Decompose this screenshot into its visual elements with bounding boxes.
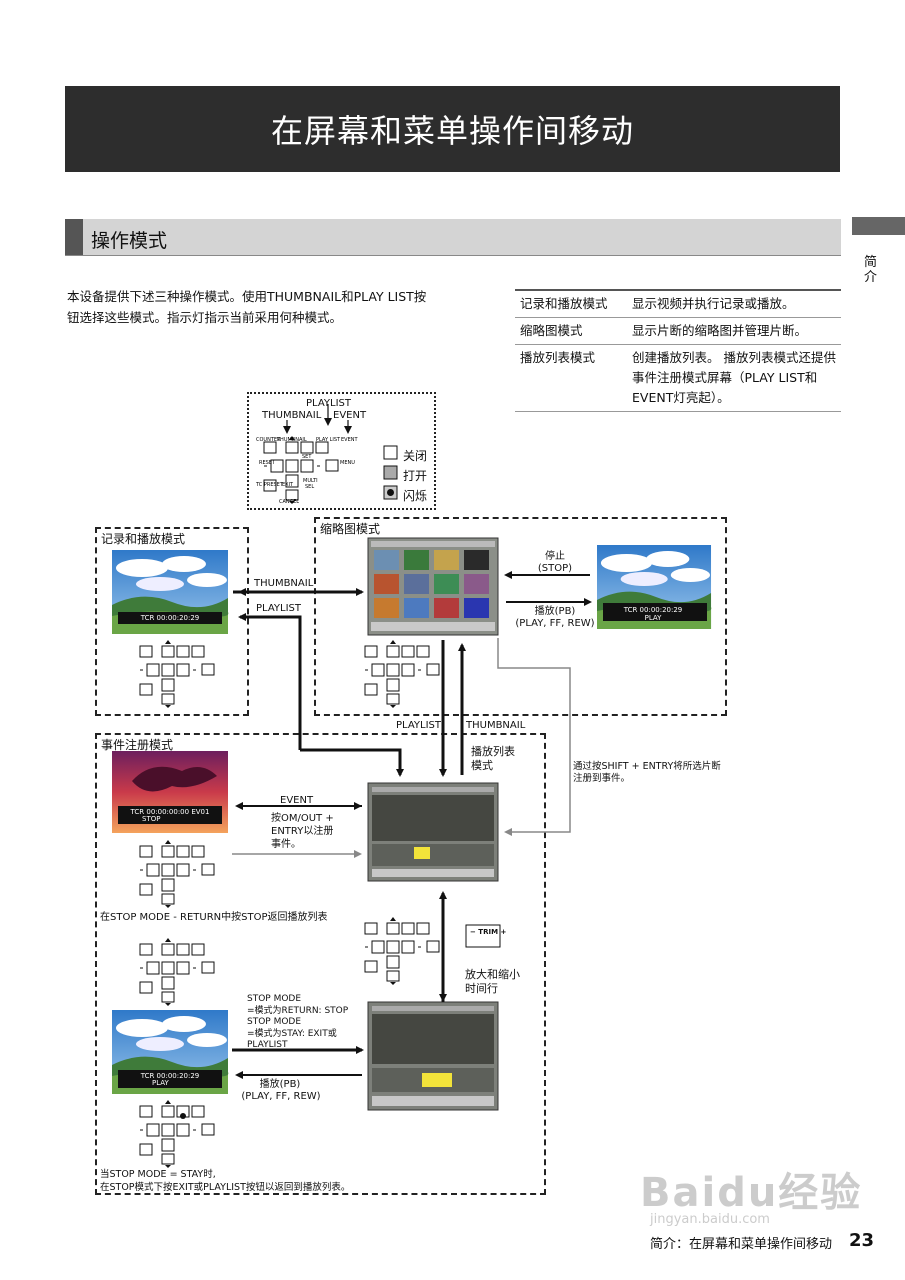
label-pb-paren-2: (PLAY, FF, REW) [241, 1091, 321, 1102]
label-shift-note-1: 通过按SHIFT + ENTRY将所选片断 [573, 761, 721, 772]
thumb-mode-pad [364, 639, 440, 709]
thumbnail-grid-screen [367, 537, 499, 636]
thumb-mode-title: 缩略图模式 [320, 522, 381, 536]
legend-control-pad [263, 435, 339, 505]
mode-name: 播放列表模式 [520, 350, 596, 365]
label-stop-mode-note: STOP MODE =模式为RETURN: STOP STOP MODE =模式… [247, 994, 349, 1050]
legend-btn-event: EVENT [341, 437, 358, 443]
event-mode-pad [139, 839, 215, 909]
event-mode-pad-2 [139, 937, 215, 1007]
watermark-logo: Baidu经验 [640, 1170, 863, 1216]
event-mode-screen [112, 751, 228, 833]
mode-row: 播放列表模式 创建播放列表。 播放列表模式还提供事件注册模式屏幕（PLAY LI… [515, 345, 841, 412]
label-playlist-arrow: PLAYLIST [256, 603, 301, 614]
legend-btn-exit: EXIT [282, 482, 294, 488]
watermark-url: jingyan.baidu.com [650, 1212, 770, 1227]
mode-desc: 显示片断的缩略图并管理片断。 [632, 323, 808, 338]
rec-mode-title: 记录和播放模式 [101, 532, 186, 546]
label-return-note: 在STOP MODE - RETURN中按STOP返回播放列表 [100, 912, 328, 923]
page-title: 在屏幕和菜单操作间移动 [65, 86, 840, 172]
rec-mode-screen [112, 550, 229, 634]
label-trim: − TRIM + [470, 928, 507, 936]
event-play-blink-dot [180, 1113, 186, 1119]
legend-btn-cancel: CANCEL [279, 499, 299, 505]
mode-table: 记录和播放模式 显示视频并执行记录或播放。 缩略图模式 显示片断的缩略图并管理片… [515, 289, 841, 412]
label-playlist-arrow-2: PLAYLIST [396, 720, 441, 731]
label-pb-paren: (PLAY, FF, REW) [515, 618, 595, 629]
mode-desc: 创建播放列表。 播放列表模式还提供事件注册模式屏幕（PLAY LIST和EVEN… [632, 350, 836, 405]
rec-mode-box [95, 527, 249, 716]
legend-on-label: 打开 [403, 469, 428, 483]
page-number: 23 [849, 1230, 875, 1251]
playlist-screen-2 [367, 1001, 499, 1111]
label-playlist-mode: 播放列表 模式 [471, 745, 515, 772]
legend-btn-set: SET [302, 454, 312, 460]
label-stop: 停止 [545, 551, 565, 562]
playlist-mode-pad [364, 916, 440, 986]
arrow-shift-entry [497, 638, 571, 836]
section-heading: 操作模式 [65, 219, 841, 256]
legend-btn-playlist: PLAY LIST [316, 437, 341, 443]
legend-thumbnail-label: THUMBNAIL [262, 410, 322, 421]
mode-name: 缩略图模式 [520, 323, 583, 338]
label-trim-note: 放大和缩小 时间行 [465, 968, 520, 995]
label-stop-paren: (STOP) [537, 563, 573, 574]
legend-btn-tcpreset: TC PRESET [255, 482, 284, 488]
side-tab-label: 简介 [864, 255, 878, 285]
playlist-screen [367, 782, 499, 882]
arrow-to-event-screen [300, 748, 404, 777]
side-tab-bar [852, 217, 905, 235]
label-pb-2: 播放(PB) [259, 1079, 301, 1090]
thumb-mode-box [314, 517, 727, 716]
rec-mode-pad [139, 639, 215, 709]
event-mode-box [95, 733, 546, 1195]
label-event-note: 按OM/OUT + ENTRY以注册 事件。 [271, 813, 334, 850]
mode-row: 记录和播放模式 显示视频并执行记录或播放。 [515, 289, 841, 318]
event-mode-title: 事件注册模式 [101, 738, 174, 752]
label-thumbnail-arrow: THUMBNAIL [254, 578, 314, 589]
label-shift-note-2: 注册到事件。 [573, 773, 631, 784]
legend-btn-sel: SEL [305, 484, 314, 490]
event-play-screen [112, 1010, 229, 1094]
intro-paragraph: 本设备提供下述三种操作模式。使用THUMBNAIL和PLAY LIST按 钮选择… [67, 286, 447, 328]
event-play-timecode: TCR 00:00:20:29 [140, 1072, 200, 1080]
label-thumbnail-arrow-2: THUMBNAIL [466, 720, 526, 731]
legend-btn-reset: RESET [259, 460, 276, 466]
button-legend-box [247, 392, 436, 510]
thumb-play-timecode: TCR 00:00:20:29 [623, 606, 683, 614]
trim-button [465, 924, 501, 948]
legend-off-label: 关闭 [403, 449, 428, 463]
thumb-play-status: PLAY [645, 614, 663, 622]
label-pb: 播放(PB) [534, 606, 576, 617]
mode-row: 缩略图模式 显示片断的缩略图并管理片断。 [515, 318, 841, 345]
thumb-play-screen [597, 545, 712, 629]
section-heading-text: 操作模式 [91, 230, 168, 252]
legend-blink-dot [387, 489, 394, 496]
label-event-arrow: EVENT [280, 795, 314, 806]
legend-btn-multi: MULTI [303, 478, 318, 484]
legend-btn-thumbnail: THUMBNAIL [276, 437, 307, 443]
page-footer: 简介：在屏幕和菜单操作间移动 [650, 1237, 833, 1252]
rec-mode-timecode: TCR 00:00:20:29 [140, 614, 200, 622]
event-play-pad [139, 1099, 215, 1169]
arrow-playlist-to-rec [238, 613, 302, 750]
event-mode-timecode: TCR 00:00:00:00 EV01 [130, 808, 210, 816]
intro-line-1: 本设备提供下述三种操作模式。使用THUMBNAIL和PLAY LIST按 [67, 289, 427, 304]
legend-btn-menu: MENU [340, 460, 355, 466]
mode-name: 记录和播放模式 [520, 296, 608, 311]
event-mode-status: STOP [142, 815, 160, 823]
event-play-status: PLAY [152, 1079, 170, 1087]
section-heading-bar [65, 219, 83, 255]
legend-event-label: EVENT [333, 410, 367, 421]
intro-line-2: 钮选择这些模式。指示灯指示当前采用何种模式。 [67, 310, 343, 325]
label-stay-note-2: 在STOP模式下按EXIT或PLAYLIST按钮以返回到播放列表。 [100, 1182, 351, 1193]
mode-desc: 显示视频并执行记录或播放。 [632, 296, 795, 311]
legend-playlist-label: PLAYLIST [306, 398, 351, 409]
legend-off-swatch [383, 445, 398, 460]
legend-on-swatch [383, 465, 398, 480]
legend-btn-counter: COUNTER [256, 437, 281, 443]
label-stay-note-1: 当STOP MODE = STAY时, [100, 1169, 216, 1180]
legend-blink-label: 闪烁 [403, 489, 428, 503]
